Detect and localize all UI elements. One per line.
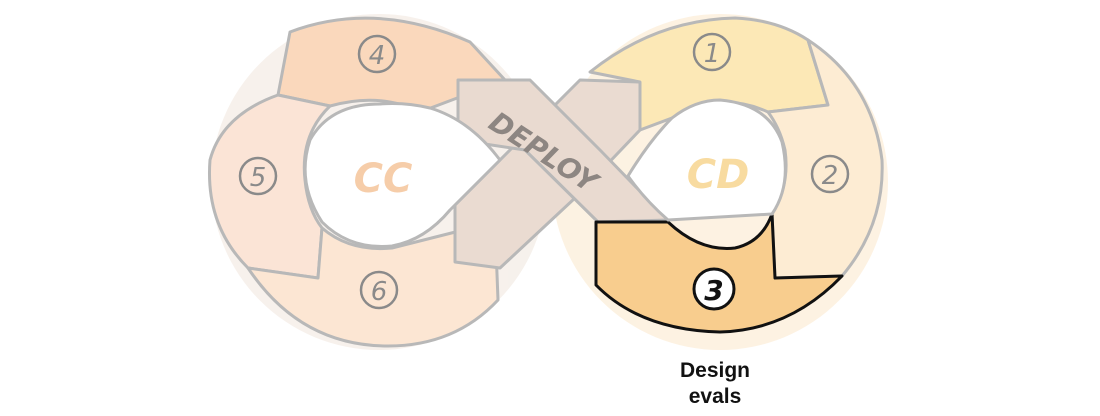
step-number-3: 3 <box>704 274 723 307</box>
right-loop-label: CD <box>687 152 750 198</box>
step-badge-1[interactable]: 1 <box>692 32 732 72</box>
caption-line-2: evals <box>688 385 742 408</box>
step-number-5: 5 <box>250 163 267 193</box>
loop-holes <box>303 98 787 248</box>
step-number-6: 6 <box>371 277 388 307</box>
caption-line-1: Design <box>679 359 750 382</box>
step-number-1: 1 <box>704 39 721 69</box>
right-loop-hole <box>626 98 787 222</box>
segment-6[interactable] <box>246 220 500 348</box>
step-badge-4[interactable]: 4 <box>357 34 397 74</box>
step-badge-5[interactable]: 5 <box>238 156 278 196</box>
left-loop <box>208 16 507 348</box>
step-number-4: 4 <box>369 41 386 71</box>
step-badge-3[interactable]: 3 <box>692 267 736 311</box>
active-step-caption: Design evals <box>640 358 790 410</box>
step-number-2: 2 <box>822 161 839 191</box>
left-loop-label: CC <box>354 156 413 202</box>
step-badge-6[interactable]: 6 <box>359 270 399 310</box>
left-loop-hole <box>303 102 502 248</box>
right-loop <box>588 16 884 280</box>
step-badge-2[interactable]: 2 <box>810 154 850 194</box>
